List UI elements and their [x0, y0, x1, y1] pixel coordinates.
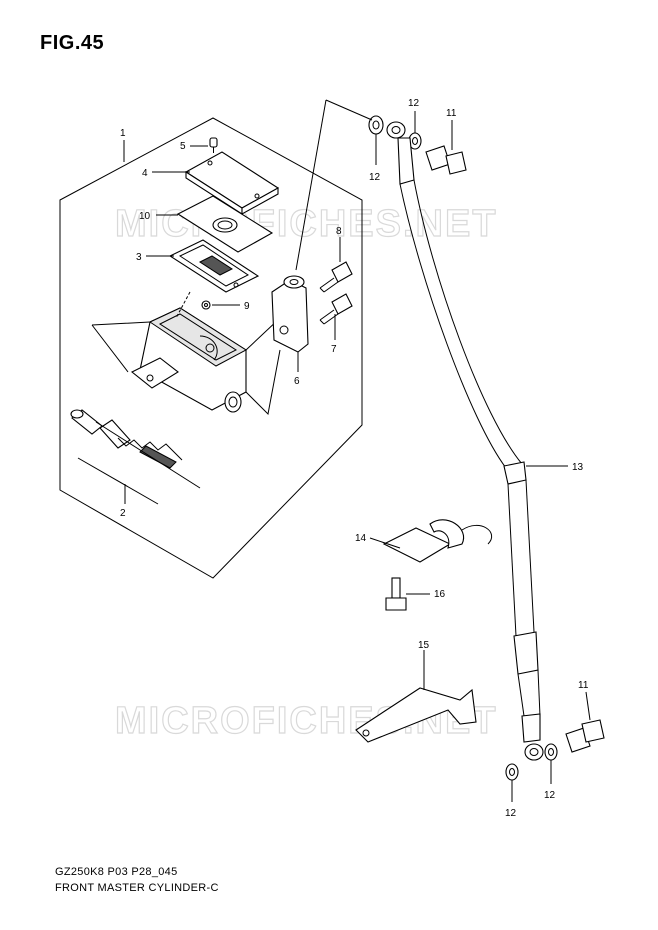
footer-model-code: GZ250K8 P03 P28_045	[55, 866, 178, 878]
part-16-bolt	[385, 577, 430, 611]
callout-12-top-left: 12	[369, 172, 381, 183]
alignment-lines-body	[91, 317, 281, 416]
callout-10: 10	[139, 211, 151, 222]
callout-13: 13	[572, 462, 584, 473]
master-cylinder-body	[130, 307, 247, 413]
callout-7: 7	[331, 344, 337, 355]
part-15-bracket	[355, 650, 477, 743]
part-9-nut	[201, 300, 211, 310]
part-12-washer-bottom-right	[544, 743, 558, 784]
callout-15: 15	[418, 640, 430, 651]
part-8-bolt	[319, 237, 353, 293]
callout-1: 1	[120, 128, 126, 139]
callout-16: 16	[434, 589, 446, 600]
top-banjo-guide-line	[325, 99, 373, 121]
callout-6: 6	[294, 376, 300, 387]
callout-9: 9	[244, 301, 250, 312]
part-2-piston-kit	[70, 409, 201, 505]
callout-2: 2	[120, 508, 126, 519]
part-3-diaphragm	[168, 239, 260, 293]
part-11-bolt-top	[425, 120, 467, 175]
callout-11-top: 11	[446, 108, 457, 119]
callout-3: 3	[136, 252, 142, 263]
figure-title: FIG.45	[40, 32, 105, 54]
part-13-brake-hose	[386, 121, 568, 761]
part-11-bolt-bottom	[565, 691, 605, 753]
part-6-holder	[271, 275, 309, 372]
part-12-washer-top-left	[368, 115, 384, 165]
assembly-1-outline	[59, 117, 363, 579]
callout-14: 14	[355, 533, 367, 544]
top-banjo-guide-line-2	[295, 99, 327, 271]
part-4-cap	[184, 151, 280, 216]
part-5-screw	[209, 137, 218, 153]
part-10-plate	[176, 195, 274, 253]
callout-4: 4	[142, 168, 148, 179]
callout-11-bottom: 11	[578, 680, 589, 691]
part-7-bolt	[319, 293, 353, 340]
watermark-top: MICROFICHES.NET	[115, 203, 498, 245]
callout-5: 5	[180, 141, 186, 152]
callout-12-bottom-right: 12	[544, 790, 556, 801]
callout-12-top-right: 12	[408, 98, 420, 109]
callout-8: 8	[336, 226, 342, 237]
footer-figure-name: FRONT MASTER CYLINDER-C	[55, 882, 219, 894]
part-14-clamp	[369, 519, 493, 563]
part-12-washer-bottom-left	[505, 763, 519, 802]
callout-12-bottom-left: 12	[505, 808, 517, 819]
